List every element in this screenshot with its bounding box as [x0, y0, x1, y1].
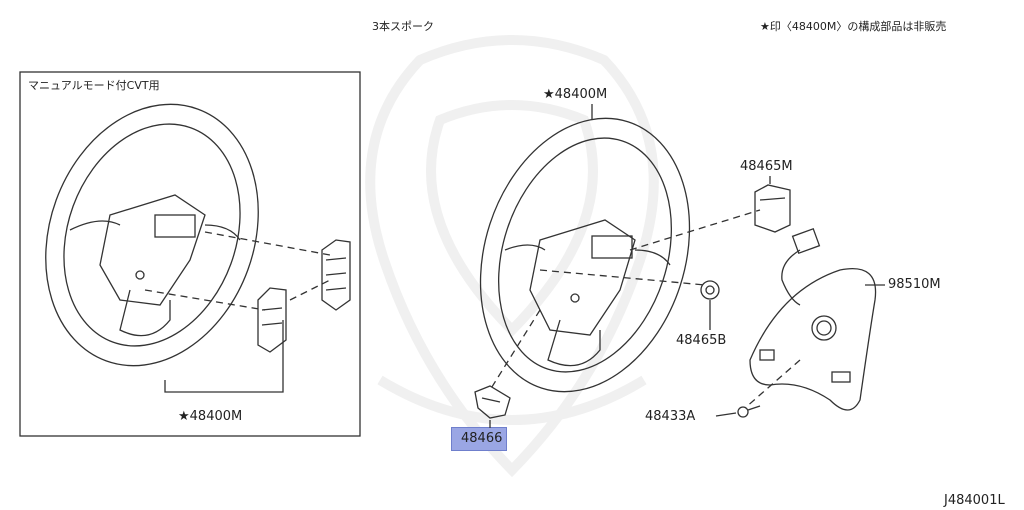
part-highlight	[451, 427, 507, 451]
main-steering-wheel	[479, 117, 691, 393]
switch-label[interactable]: 48466	[461, 431, 503, 446]
inset-switch-left	[257, 287, 287, 353]
non-sale-note: ★印〈48400M〉の構成部品は非販売	[760, 20, 947, 33]
dash-switch	[489, 309, 541, 391]
switch-part	[474, 385, 511, 419]
inset-steering-wheel	[45, 103, 259, 367]
nut-label[interactable]: 48465B	[676, 333, 727, 348]
inset-caption: マニュアルモード付CVT用	[28, 79, 160, 92]
inset-bracket	[164, 320, 284, 393]
bracket-label[interactable]: 48465M	[740, 159, 793, 174]
bolt-label[interactable]: 48433A	[645, 409, 696, 424]
inset-frame	[19, 71, 361, 437]
inset-switch-right	[321, 239, 351, 311]
bolt-part	[737, 405, 761, 418]
inset-dash-3	[289, 279, 331, 301]
airbag-label[interactable]: 98510M	[888, 277, 941, 292]
dash-nut	[539, 269, 706, 286]
airbag-module-part	[749, 268, 877, 411]
inset-dash-2	[144, 289, 266, 311]
nut-part	[700, 280, 720, 300]
bolt-leader	[715, 412, 737, 417]
inset-dash-1	[204, 231, 331, 256]
bracket-part	[754, 184, 791, 233]
dash-bracket	[629, 209, 761, 251]
diagram-title: 3本スポーク	[372, 20, 434, 33]
steering-wheel-label[interactable]: ★48400M	[543, 87, 608, 102]
inset-part-label[interactable]: ★48400M	[178, 409, 243, 424]
connector-part	[781, 227, 821, 306]
diagram-code: J484001L	[944, 493, 1005, 508]
